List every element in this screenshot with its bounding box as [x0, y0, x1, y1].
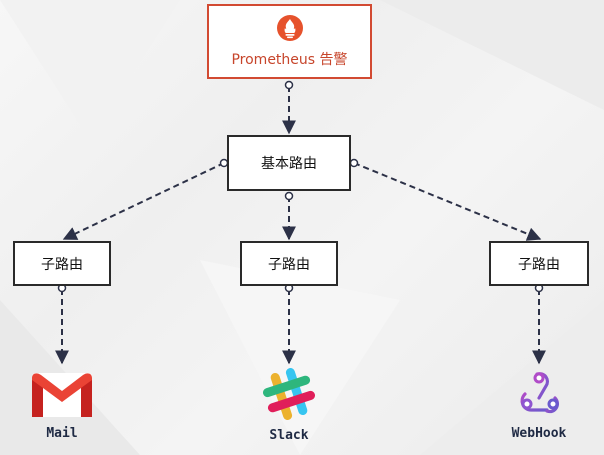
slack-label: Slack: [269, 428, 309, 443]
sub-route-label: 子路由: [268, 256, 310, 273]
sub-route-label: 子路由: [41, 256, 83, 273]
prometheus-alert-label: Prometheus 告警: [231, 51, 348, 68]
prometheus-alert-node: Prometheus 告警: [207, 4, 372, 79]
connector-dot: [349, 158, 359, 168]
webhook-receiver: WebHook: [494, 368, 584, 441]
base-route-node: 基本路由: [227, 135, 351, 191]
sub-route-node-center: 子路由: [240, 241, 338, 286]
mail-receiver: Mail: [17, 372, 107, 441]
mail-label: Mail: [46, 426, 78, 441]
webhook-label: WebHook: [511, 426, 567, 441]
sub-route-node-left: 子路由: [13, 241, 111, 286]
connector-dot: [284, 80, 294, 90]
slack-receiver: Slack: [244, 368, 334, 443]
prometheus-flame-icon: [276, 14, 303, 41]
edge-base-to-sub-left: [62, 162, 225, 240]
webhook-icon: [520, 372, 560, 414]
edge-base-to-sub-right: [353, 162, 542, 241]
sub-route-label: 子路由: [518, 256, 560, 273]
base-route-label: 基本路由: [261, 156, 317, 172]
connector-dot: [284, 191, 294, 201]
slack-icon: [263, 368, 315, 420]
sub-route-node-right: 子路由: [489, 241, 589, 286]
gmail-icon: [32, 373, 92, 417]
